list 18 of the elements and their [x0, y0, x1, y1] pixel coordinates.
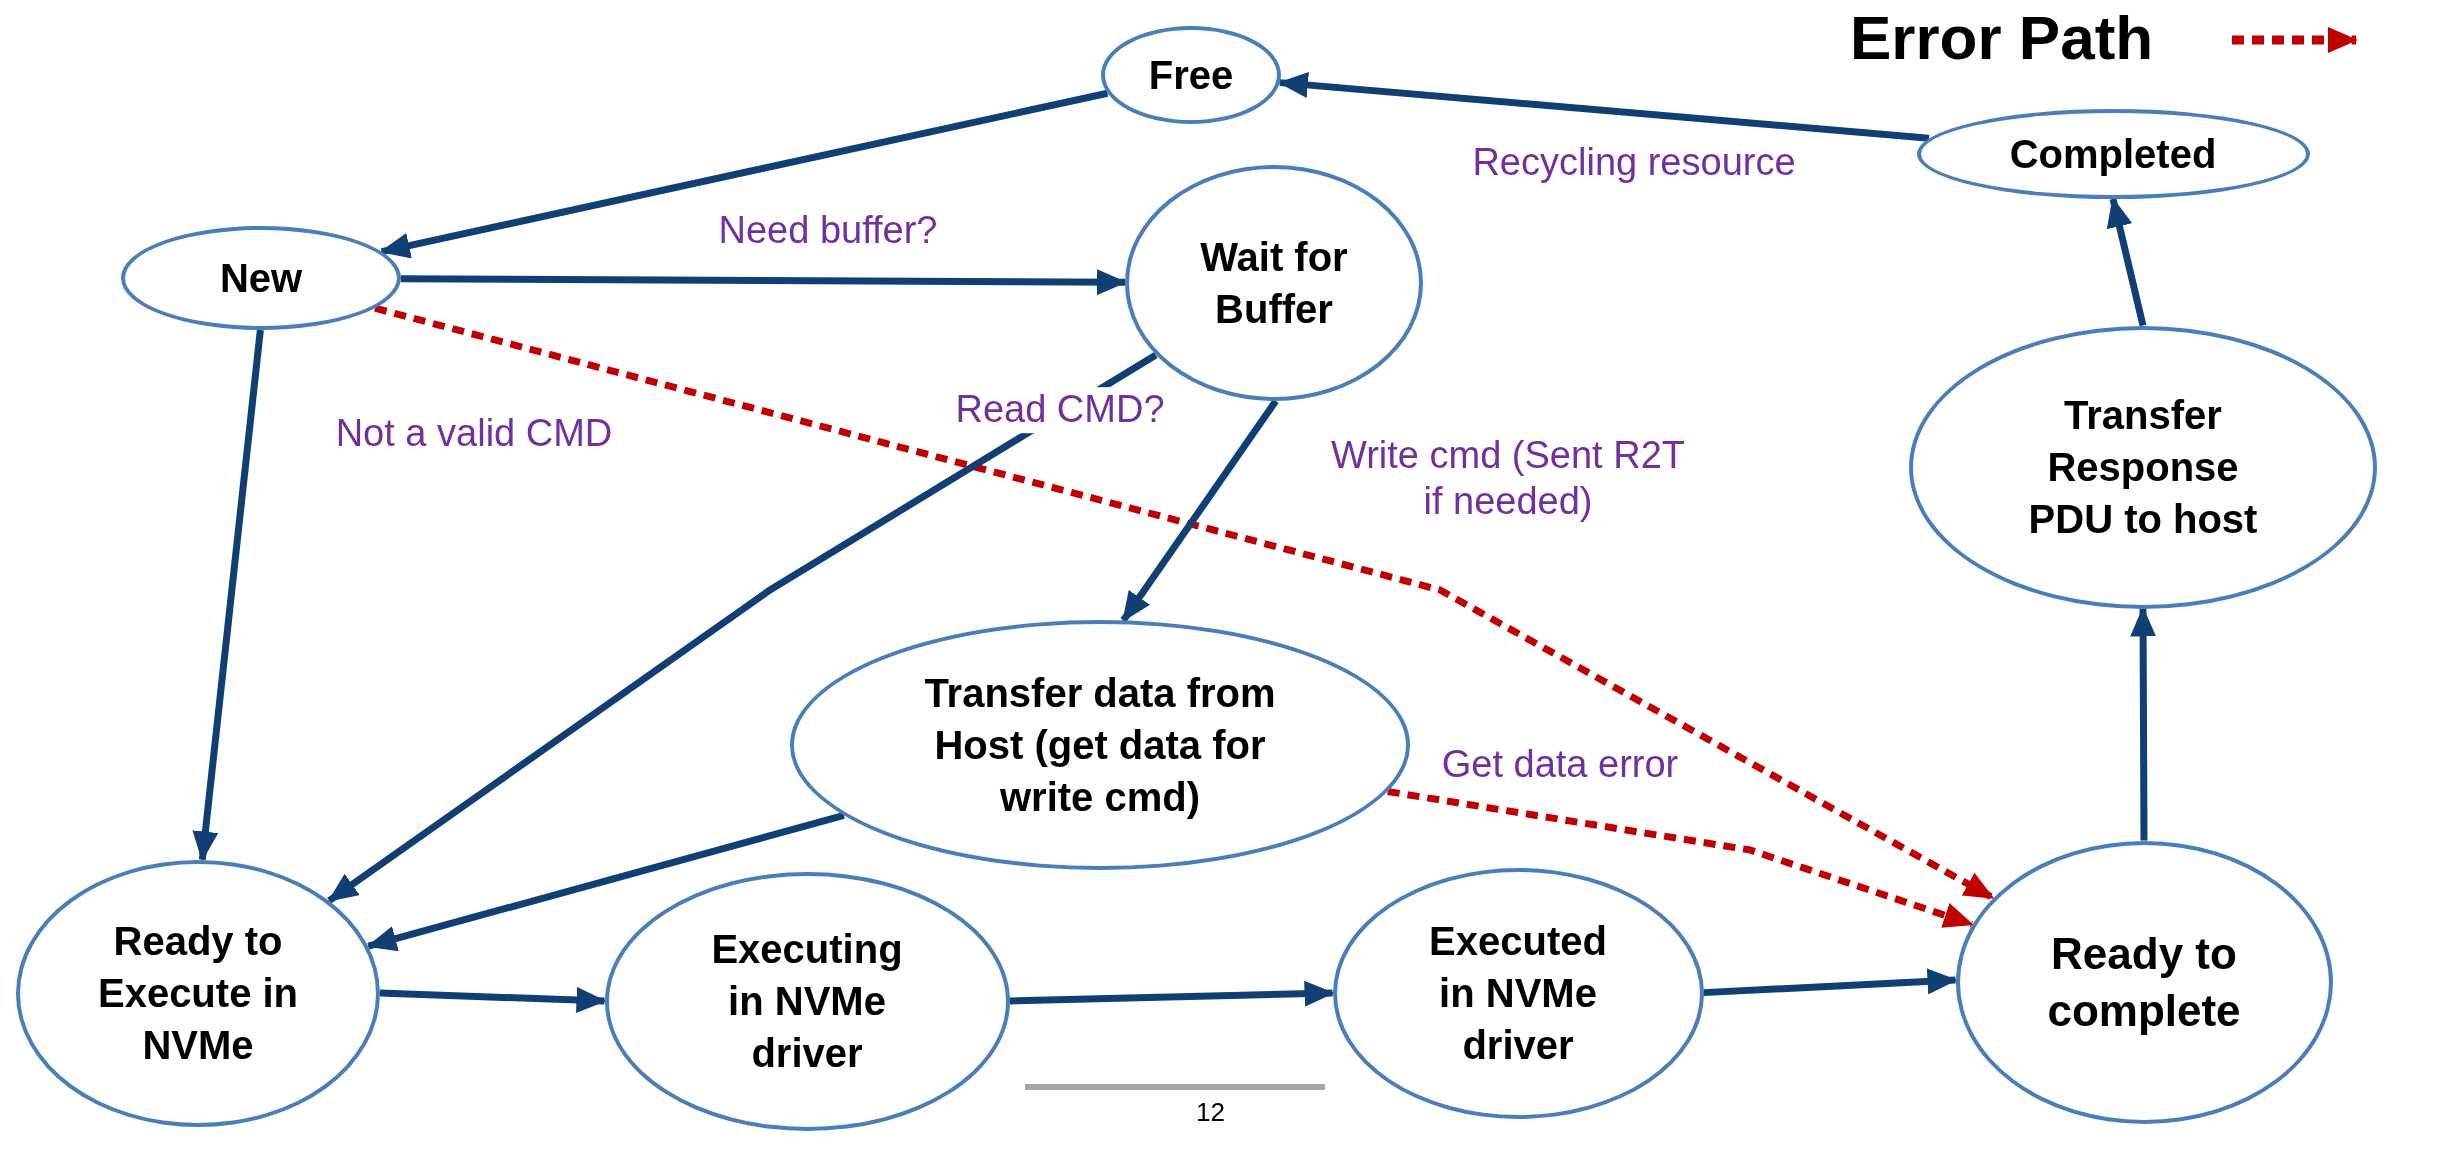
legend-label: Error Path — [1850, 2, 2154, 73]
arrow — [2106, 197, 2147, 327]
state-label: Wait for Buffer — [1199, 234, 1349, 333]
state-label: Transfer Response PDU to host — [2027, 392, 2259, 543]
arrow — [400, 269, 1127, 296]
arrow — [192, 329, 264, 862]
state-label: Completed — [2009, 131, 2217, 178]
page-number: 12 — [1196, 1097, 1225, 1128]
state-label: Free — [1148, 52, 1234, 99]
state-label: Ready to complete — [2046, 927, 2242, 1037]
state-label: Ready to Execute in NVMe — [96, 918, 300, 1069]
state-label: Executed in NVMe driver — [1428, 918, 1608, 1069]
arrow — [2130, 606, 2157, 841]
state-label: Transfer data from Host (get data for write cmd) — [923, 670, 1277, 821]
state-label: New — [219, 255, 303, 302]
arrow — [1120, 399, 1279, 623]
state-label: Executing in NVMe driver — [710, 926, 904, 1077]
dashed-arrow — [374, 304, 1995, 901]
